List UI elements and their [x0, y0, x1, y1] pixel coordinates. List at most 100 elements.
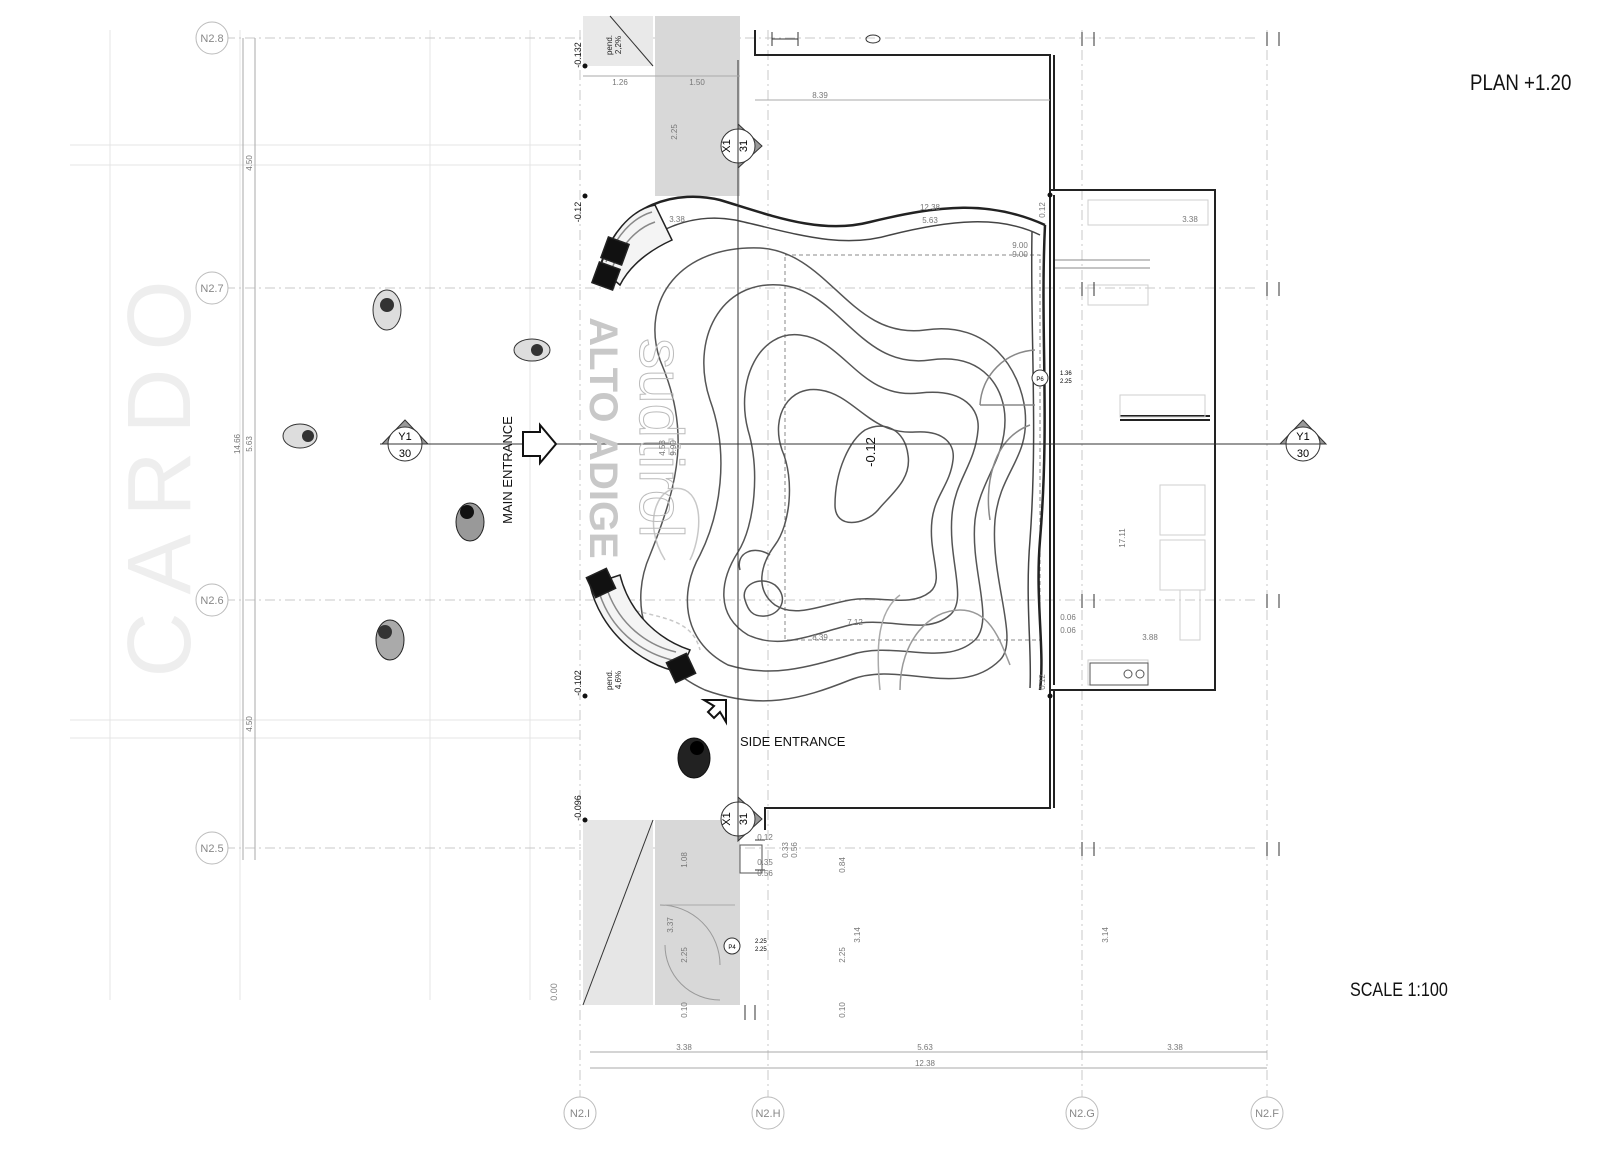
dimension-label: 0.33 [781, 842, 790, 858]
dimension-label: 1.50 [689, 78, 705, 87]
grid-label: N2.F [1255, 1108, 1279, 1120]
dimension-label: 2.25 [680, 947, 689, 963]
door-tag-p4: P4 2.25 2.25 [723, 937, 767, 955]
level-label: -0.102 [573, 670, 583, 696]
section-code: Y1 [398, 431, 411, 443]
section-mark-x1-top: X1 31 [720, 122, 763, 170]
grid-bubble-row-2: N2.7 [195, 271, 229, 305]
side-entrance-label: SIDE ENTRANCE [740, 734, 846, 749]
dimension-label: 0.35 [757, 858, 773, 867]
grid-label: N2.7 [200, 283, 223, 295]
level-label: -0.12 [573, 202, 583, 223]
corridor-shading [582, 15, 740, 1006]
dimension-label: 0.56 [757, 869, 773, 878]
dimension-label: 3.14 [1101, 927, 1110, 943]
street-name: CARDO [110, 262, 210, 677]
dimension-lines [242, 38, 1267, 1069]
dimension-label: 5.63 [245, 436, 254, 452]
canopy-top [590, 204, 674, 292]
section-line-y1 [380, 60, 1290, 820]
door-width: 1.36 [1060, 371, 1072, 377]
dimension-label: 0.84 [838, 857, 847, 873]
column-markers [755, 32, 1280, 871]
grid-bubble-row-1: N2.8 [195, 21, 229, 55]
dimension-label: 7.12 [847, 618, 863, 627]
section-sheet: 31 [738, 140, 750, 152]
level-label: -0.096 [573, 795, 583, 821]
section-code: Y1 [1296, 431, 1309, 443]
scale-label: SCALE 1:100 [1350, 980, 1448, 1001]
section-code: X1 [721, 139, 733, 152]
slope-labels: pend. 2,2% pend. 4,6% [605, 35, 623, 690]
dimension-label: 5.63 [922, 216, 938, 225]
dimension-label: 12.38 [915, 1059, 936, 1068]
dimension-label: 0.06 [1060, 626, 1076, 635]
slope-label: pend. [605, 670, 614, 690]
grid-bubble-col-1: N2.I [563, 1096, 597, 1130]
level-dots [582, 63, 1053, 823]
dimension-label: 14.66 [233, 433, 242, 454]
dimension-label: 4.50 [245, 155, 254, 171]
dimension-label: 12.38 [920, 203, 941, 212]
slope-value: 4,6% [614, 671, 623, 689]
furniture-outlines [784, 199, 1209, 686]
dimension-label: 9.00 [1012, 241, 1028, 250]
dimension-texts: 4.50 5.63 4.50 14.66 1.26 1.50 8.39 2.25… [233, 78, 1198, 1068]
person-figure-1 [372, 289, 402, 331]
section-code: X1 [721, 812, 733, 825]
slope-value: 2,2% [614, 36, 623, 54]
door-tag: P4 [728, 945, 736, 951]
dimension-label: 3.38 [1182, 215, 1198, 224]
section-sheet: 30 [1297, 448, 1309, 460]
section-mark-y1-right: Y1 30 [1278, 419, 1328, 462]
grid-label: N2.5 [200, 843, 223, 855]
dimension-label: 4.50 [245, 716, 254, 732]
dimension-label: 3.38 [676, 1043, 692, 1052]
door-height: 2.25 [1060, 379, 1072, 385]
dimension-label: 0.12 [1038, 674, 1047, 690]
dimension-label: 3.14 [853, 927, 862, 943]
sink-icon [1089, 662, 1149, 686]
dimension-label: 0.56 [790, 842, 799, 858]
section-sheet: 30 [399, 448, 411, 460]
person-figure-4 [455, 502, 485, 542]
section-mark-x1-bottom: X1 31 [720, 795, 763, 843]
door-tag: P6 [1036, 377, 1044, 383]
dimension-label: 4.53 [658, 440, 667, 456]
dimension-label: 2.25 [838, 947, 847, 963]
level-label-center: -0.12 [863, 437, 878, 467]
door-height: 2.25 [755, 947, 767, 953]
logo-text-1: sudtirol [626, 338, 695, 538]
dimension-label: 0.12 [757, 833, 773, 842]
grid-label: N2.G [1069, 1108, 1095, 1120]
dimension-label: 3.38 [669, 215, 685, 224]
grid-bubble-row-4: N2.5 [195, 831, 229, 865]
dimension-label: 9.00 [1012, 250, 1028, 259]
corridor-doors [659, 844, 763, 1020]
dimension-label: 0.12 [1038, 202, 1047, 218]
grid-label: N2.6 [200, 595, 223, 607]
door-width: 2.25 [755, 939, 767, 945]
grid-bubble-row-3: N2.6 [195, 583, 229, 617]
logo-text-2: ALTO ADIGE [581, 317, 625, 558]
grid-label: N2.8 [200, 33, 223, 45]
dimension-label: 1.08 [680, 852, 689, 868]
dimension-label: 3.88 [1142, 633, 1158, 642]
section-mark-y1-left: Y1 30 [380, 419, 430, 462]
slope-label: pend. [605, 35, 614, 55]
person-figure-3 [282, 423, 318, 449]
person-figure-2 [513, 338, 551, 362]
grid-bubble-col-3: N2.G [1065, 1096, 1099, 1130]
person-figure-6 [677, 737, 711, 779]
dimension-label: 3.38 [1167, 1043, 1183, 1052]
person-figure-5 [375, 619, 405, 661]
section-sheet: 31 [738, 813, 750, 825]
dimension-label: 0.06 [1060, 613, 1076, 622]
canopy-bottom [585, 567, 697, 684]
grid-bubble-col-2: N2.H [751, 1096, 785, 1130]
dimension-label: 3.37 [666, 917, 675, 933]
dimension-label: 2.25 [670, 124, 679, 140]
dimension-label: 8.39 [812, 91, 828, 100]
main-entrance-label: MAIN ENTRANCE [500, 416, 515, 524]
